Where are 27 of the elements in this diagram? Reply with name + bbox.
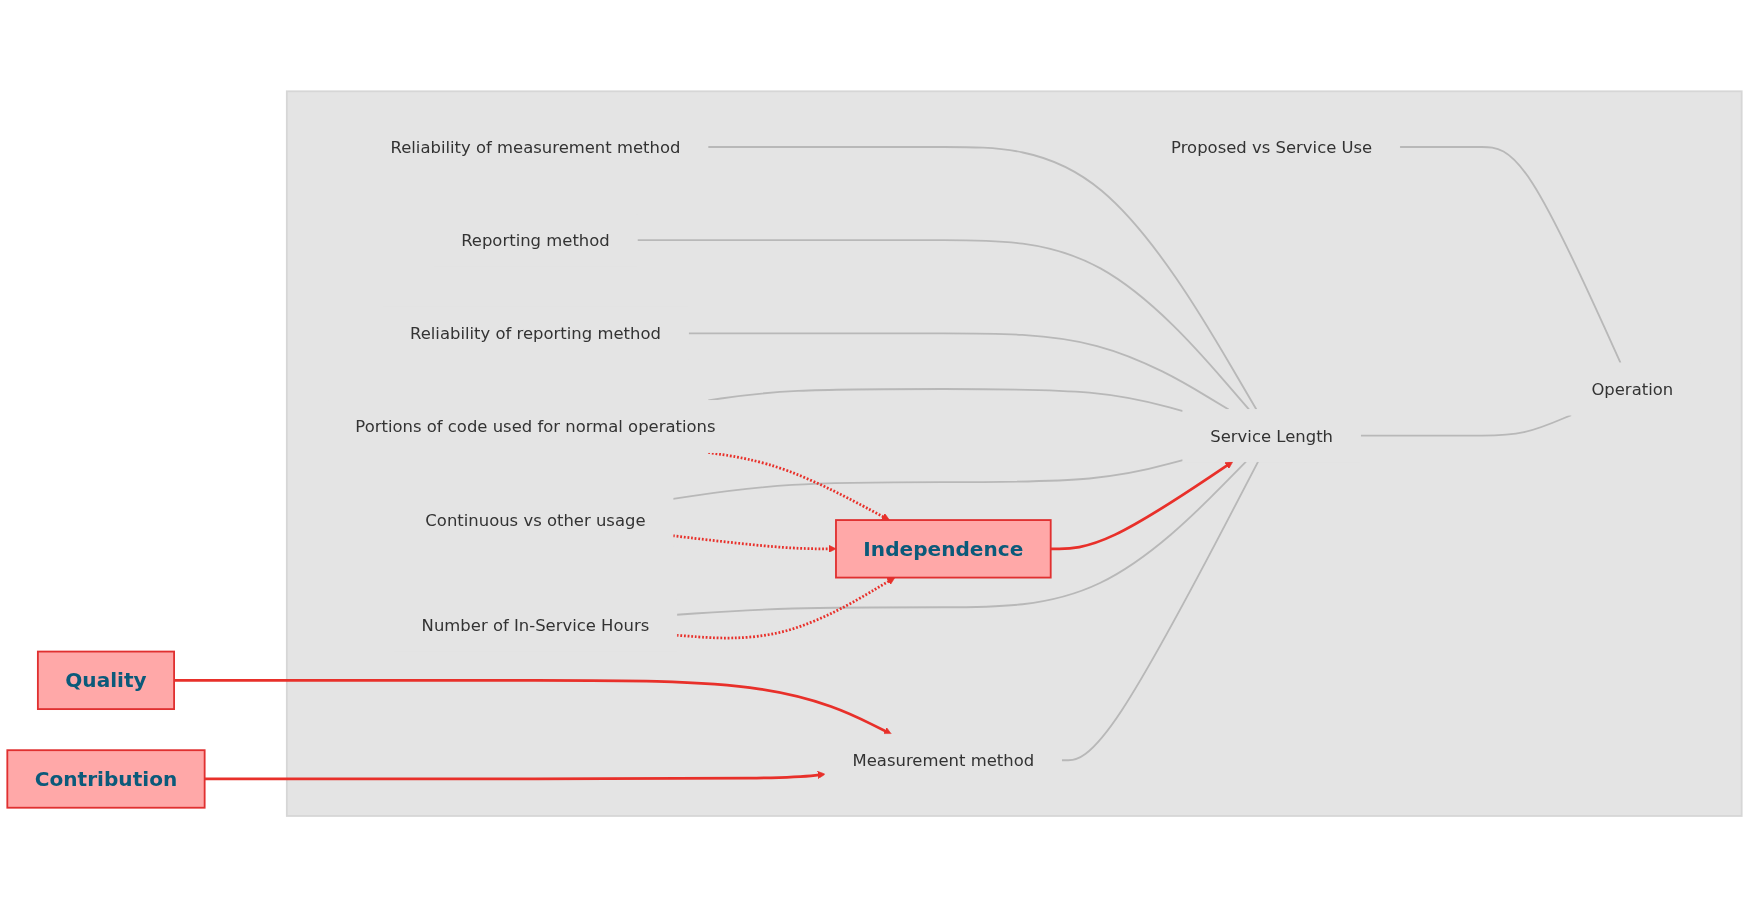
connector [636, 239, 1251, 411]
arrow [204, 770, 826, 781]
connector [672, 459, 1184, 500]
node-text: Proposed vs Service Use [1171, 137, 1373, 157]
cluster [285, 90, 1743, 817]
node-box: Independence [835, 519, 1052, 579]
connector [687, 332, 1230, 411]
node-box: Contribution [6, 749, 206, 809]
arrow [1050, 461, 1234, 551]
node-text: Reliability of reporting method [409, 323, 661, 343]
node-text: Measurement method [852, 750, 1035, 770]
node-text: Reliability of measurement method [390, 137, 681, 157]
arrow [174, 678, 892, 735]
node-text: Number of In-Service Hours [421, 614, 650, 635]
connector [1359, 414, 1573, 437]
node-text: Service Length [1210, 425, 1333, 446]
node-text: Portions of code used for normal operations [355, 416, 716, 436]
arrow [708, 451, 890, 521]
connector [1398, 145, 1622, 364]
node-text: Reporting method [461, 230, 610, 250]
connector [675, 460, 1247, 616]
connector [1060, 460, 1259, 762]
node-box: Quality [36, 650, 175, 710]
arrow [676, 577, 896, 640]
connector [706, 145, 1258, 411]
node-text: Operation [1591, 379, 1674, 399]
node-text: Continuous vs other usage [425, 509, 646, 530]
